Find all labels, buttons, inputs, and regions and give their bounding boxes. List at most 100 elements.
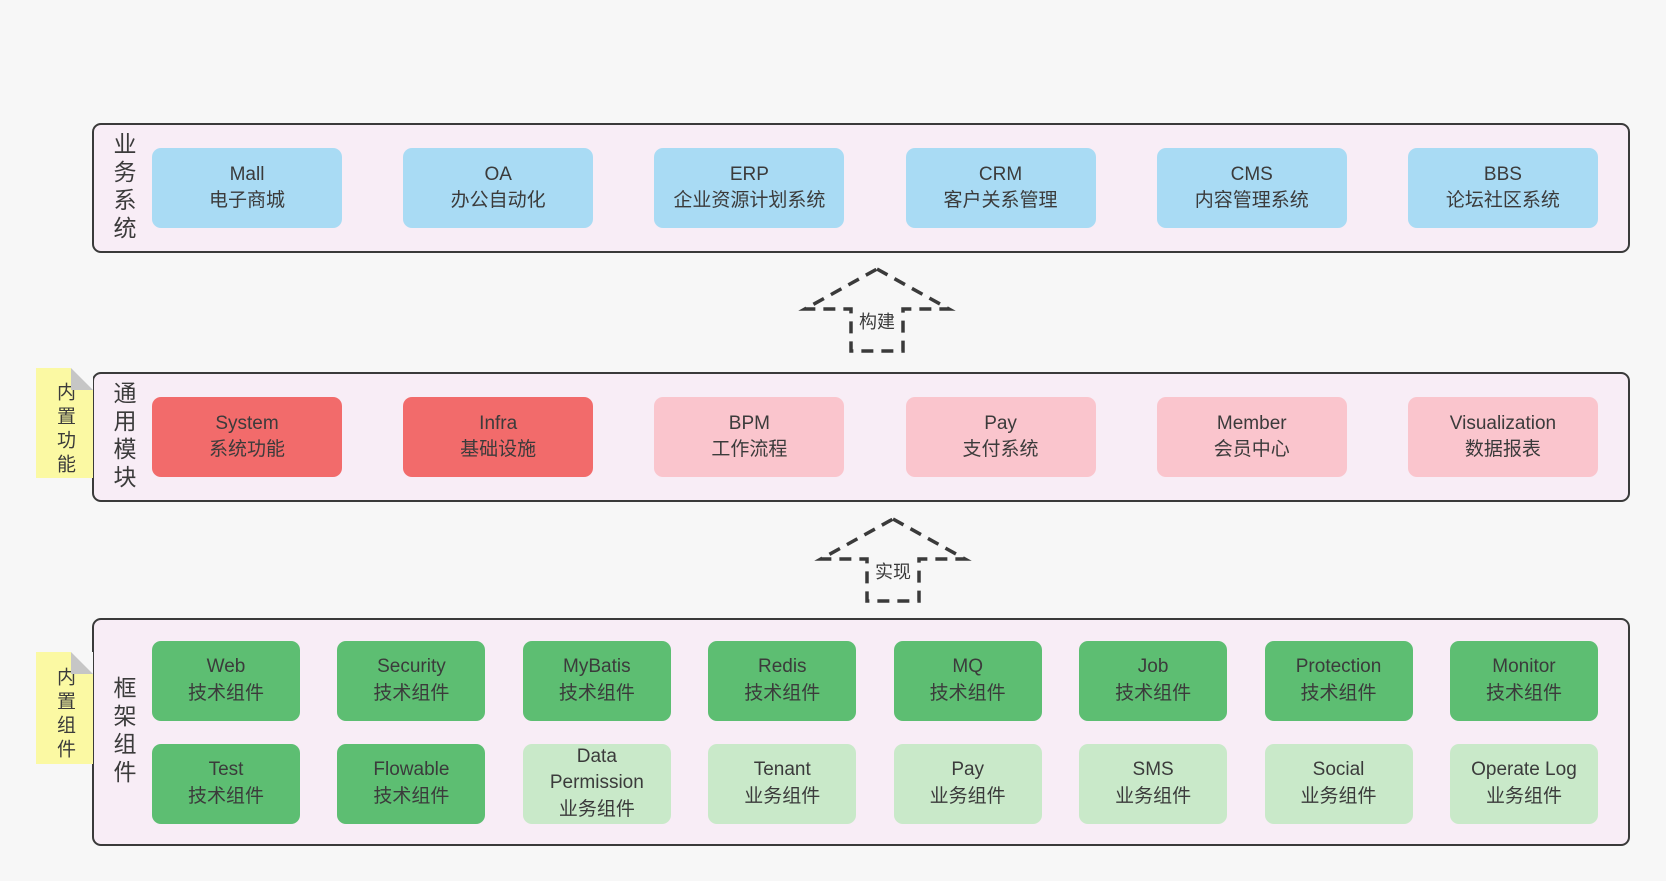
panel-framework-components: 框架组件 Web 技术组件 Security 技术组件 MyBatis 技术组件…: [92, 618, 1630, 846]
box-subtitle: 技术组件: [1485, 682, 1562, 704]
box-title: Tenant: [753, 759, 811, 781]
framework-row-1: Web 技术组件 Security 技术组件 MyBatis 技术组件 Redi…: [152, 640, 1598, 721]
box-subtitle: 技术组件: [744, 682, 821, 704]
box-subtitle: 业务组件: [1485, 785, 1562, 807]
framework-rows: Web 技术组件 Security 技术组件 MyBatis 技术组件 Redi…: [152, 640, 1628, 824]
box-subtitle: 工作流程: [711, 439, 788, 460]
panel-business-systems: 业务系统 Mall 电子商城 OA 办公自动化 ERP 企业资源计划系统 CRM…: [92, 123, 1630, 253]
panel-label-business: 业务系统: [110, 132, 136, 244]
box-subtitle: 技术组件: [558, 682, 635, 704]
box-pay-system: Pay 支付系统: [905, 397, 1096, 477]
box-title: CMS: [1230, 163, 1273, 185]
box-subtitle: 客户关系管理: [943, 190, 1058, 211]
box-title: Infra: [479, 412, 518, 434]
box-title: Pay: [951, 759, 985, 781]
box-redis: Redis 技术组件: [708, 640, 857, 721]
box-bbs: BBS 论坛社区系统: [1407, 148, 1598, 228]
box-subtitle: 业务组件: [744, 785, 821, 807]
box-subtitle: 系统功能: [208, 439, 285, 460]
framework-row-2: Test 技术组件 Flowable 技术组件 Data Permission …: [152, 743, 1598, 824]
box-bpm: BPM 工作流程: [654, 397, 845, 477]
box-subtitle: 技术组件: [373, 785, 450, 807]
box-subtitle: 电子商城: [208, 190, 285, 211]
box-crm: CRM 客户关系管理: [905, 148, 1096, 228]
folded-corner-icon: [71, 652, 93, 674]
box-infra: Infra 基础设施: [403, 397, 594, 477]
box-visualization: Visualization 数据报表: [1407, 397, 1598, 477]
box-system: System 系统功能: [152, 397, 342, 477]
box-operate-log: Operate Log 业务组件: [1449, 743, 1598, 824]
box-subtitle: 技术组件: [1115, 682, 1192, 704]
box-subtitle: 技术组件: [373, 682, 450, 704]
box-tenant: Tenant 业务组件: [708, 743, 857, 824]
tag-built-in-features: 内置功能: [36, 368, 93, 478]
box-test: Test 技术组件: [152, 743, 300, 824]
box-title: Test: [208, 759, 244, 781]
box-cms: CMS 内容管理系统: [1156, 148, 1347, 228]
box-title: Flowable: [373, 759, 450, 781]
box-title: Protection: [1295, 656, 1382, 678]
box-job: Job 技术组件: [1079, 640, 1228, 721]
arrow-build: 构建: [798, 266, 956, 354]
box-subtitle: 技术组件: [187, 785, 264, 807]
box-title: Data Permission: [549, 746, 644, 794]
folded-corner-icon: [71, 368, 93, 390]
box-title: BPM: [728, 412, 770, 434]
box-subtitle: 技术组件: [929, 682, 1006, 704]
box-subtitle: 业务组件: [558, 798, 635, 820]
box-subtitle: 业务组件: [1115, 785, 1192, 807]
box-subtitle: 支付系统: [962, 439, 1039, 460]
box-title: Monitor: [1492, 656, 1556, 678]
box-title: MQ: [952, 656, 983, 678]
box-title: Pay: [984, 412, 1017, 434]
box-subtitle: 内容管理系统: [1194, 190, 1309, 211]
box-title: Web: [206, 656, 246, 678]
box-web: Web 技术组件: [152, 640, 300, 721]
box-member: Member 会员中心: [1156, 397, 1347, 477]
box-subtitle: 办公自动化: [450, 190, 546, 211]
tag-built-in-components: 内置组件: [36, 652, 93, 764]
box-subtitle: 企业资源计划系统: [673, 190, 826, 211]
arrow-build-label: 构建: [859, 312, 895, 332]
box-subtitle: 技术组件: [187, 682, 264, 704]
box-title: CRM: [978, 163, 1023, 185]
tag-label: 内置组件: [54, 667, 75, 763]
business-boxes-row: Mall 电子商城 OA 办公自动化 ERP 企业资源计划系统 CRM 客户关系…: [152, 148, 1628, 228]
box-flowable: Flowable 技术组件: [337, 743, 486, 824]
box-subtitle: 业务组件: [1300, 785, 1377, 807]
box-subtitle: 论坛社区系统: [1445, 190, 1560, 211]
panel-label-modules: 通用模块: [110, 381, 136, 493]
box-subtitle: 数据报表: [1464, 439, 1541, 460]
panel-label-framework: 框架组件: [110, 676, 136, 788]
box-subtitle: 基础设施: [460, 439, 537, 460]
up-arrow-dashed-icon: 实现: [814, 516, 972, 603]
box-pay-component: Pay 业务组件: [893, 743, 1042, 824]
box-subtitle: 业务组件: [929, 785, 1006, 807]
tag-label: 内置功能: [54, 382, 75, 478]
box-subtitle: 技术组件: [1300, 682, 1377, 704]
box-title: Security: [377, 656, 446, 678]
box-title: Social: [1312, 759, 1365, 781]
box-title: MyBatis: [563, 656, 631, 678]
box-title: OA: [484, 163, 512, 185]
up-arrow-dashed-icon: 构建: [798, 266, 956, 353]
box-data-permission: Data Permission 业务组件: [522, 743, 671, 824]
box-sms: SMS 业务组件: [1079, 743, 1228, 824]
box-erp: ERP 企业资源计划系统: [654, 148, 845, 228]
box-oa: OA 办公自动化: [403, 148, 594, 228]
arrow-implement: 实现: [814, 516, 972, 604]
box-mybatis: MyBatis 技术组件: [522, 640, 671, 721]
box-mq: MQ 技术组件: [893, 640, 1042, 721]
box-title: ERP: [729, 163, 769, 185]
box-title: Redis: [757, 656, 807, 678]
arrow-implement-label: 实现: [875, 562, 911, 582]
box-title: System: [215, 412, 279, 434]
modules-boxes-row: System 系统功能 Infra 基础设施 BPM 工作流程 Pay 支付系统…: [152, 397, 1628, 477]
box-monitor: Monitor 技术组件: [1449, 640, 1598, 721]
box-title: Operate Log: [1471, 759, 1577, 781]
box-mall: Mall 电子商城: [152, 148, 342, 228]
box-social: Social 业务组件: [1264, 743, 1413, 824]
box-title: Job: [1137, 656, 1169, 678]
box-title: Member: [1216, 412, 1287, 434]
